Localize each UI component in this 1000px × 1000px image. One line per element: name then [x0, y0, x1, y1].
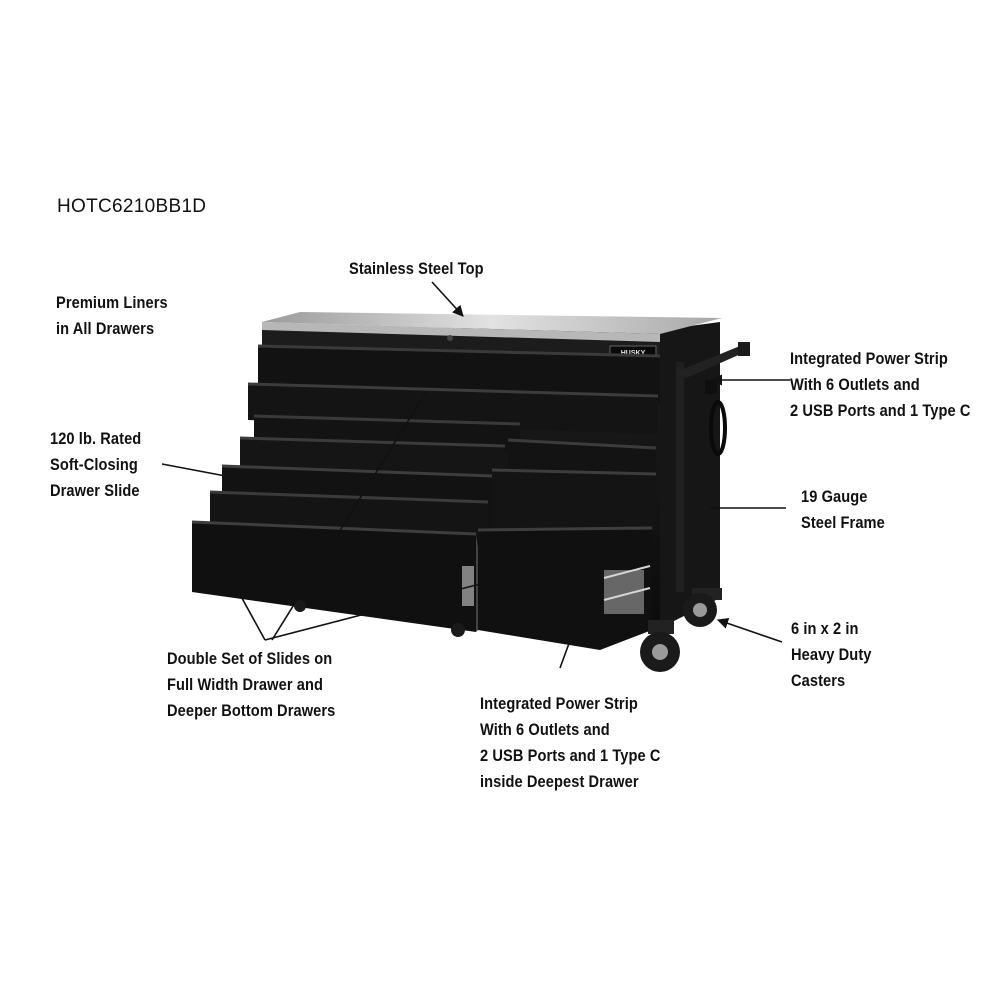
leader-double-slides-a	[231, 579, 266, 641]
callout-power-strip-side: Integrated Power Strip With 6 Outlets an…	[790, 346, 971, 424]
callout-line: inside Deepest Drawer	[480, 772, 639, 791]
callout-drawer-slide: 120 lb. Rated Soft-Closing Drawer Slide	[50, 426, 141, 504]
leader-drawer-slide	[161, 463, 237, 479]
leader-power-strip-drawer	[559, 547, 605, 669]
drawers-right	[477, 438, 657, 650]
svg-text:HUSKY: HUSKY	[621, 350, 646, 357]
callout-line: Drawer Slide	[50, 481, 140, 500]
callout-line: in All Drawers	[56, 319, 155, 338]
callout-line: Stainless Steel Top	[349, 259, 484, 278]
callout-line: Steel Frame	[801, 513, 885, 532]
callout-line: 120 lb. Rated	[50, 429, 142, 448]
stainless-steel-top	[262, 312, 722, 334]
callout-steel-frame: 19 Gauge Steel Frame	[801, 484, 885, 536]
callout-line: Double Set of Slides on	[167, 649, 333, 668]
callout-premium-liners: Premium Liners in All Drawers	[56, 290, 168, 342]
callout-line: Integrated Power Strip	[790, 349, 948, 368]
callout-line: Deeper Bottom Drawers	[167, 701, 336, 720]
callout-line: Full Width Drawer and	[167, 675, 324, 694]
callout-line: 19 Gauge	[801, 487, 868, 506]
casters	[294, 588, 722, 672]
callout-line: Soft-Closing	[50, 455, 138, 474]
cabinet-side-panel	[660, 322, 750, 628]
callout-double-slides: Double Set of Slides on Full Width Drawe…	[167, 646, 335, 724]
model-number: HOTC6210BB1D	[57, 196, 207, 217]
callout-line: 6 in x 2 in	[791, 619, 859, 638]
leader-double-slides-b	[264, 583, 481, 641]
leader-stainless-top	[431, 281, 464, 317]
callout-line: With 6 Outlets and	[480, 720, 610, 739]
callout-line: Integrated Power Strip	[480, 694, 638, 713]
leader-casters	[716, 617, 783, 643]
drawers-left	[191, 344, 661, 632]
callout-power-strip-drawer: Integrated Power Strip With 6 Outlets an…	[480, 691, 661, 795]
callout-casters: 6 in x 2 in Heavy Duty Casters	[791, 616, 872, 694]
callout-line: With 6 Outlets and	[790, 375, 920, 394]
callout-lines	[161, 281, 790, 669]
callout-line: Premium Liners	[56, 293, 168, 312]
callout-line: Casters	[791, 671, 846, 690]
callout-line: 2 USB Ports and 1 Type C	[790, 401, 971, 420]
leader-premium-liners	[271, 391, 427, 641]
callout-line: 2 USB Ports and 1 Type C	[480, 746, 661, 765]
callout-stainless-top: Stainless Steel Top	[349, 256, 484, 282]
callout-line: Heavy Duty	[791, 645, 872, 664]
